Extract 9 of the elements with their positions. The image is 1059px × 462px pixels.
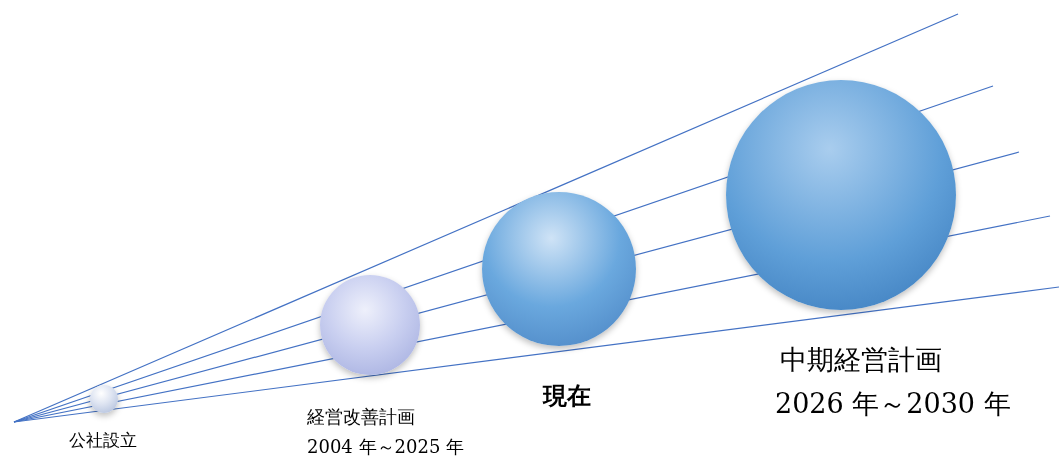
caption-text: 2026 年～2030 年 [775,390,1011,417]
sphere [482,192,636,346]
caption-text: 公社設立 [69,432,137,449]
sphere [320,275,420,375]
sphere [90,385,118,413]
caption-text: 2004 年～2025 年 [307,438,465,456]
caption-text: 現在 [543,384,591,408]
caption-text: 経営改善計画 [307,408,415,426]
caption-text: 中期経営計画 [780,346,942,373]
